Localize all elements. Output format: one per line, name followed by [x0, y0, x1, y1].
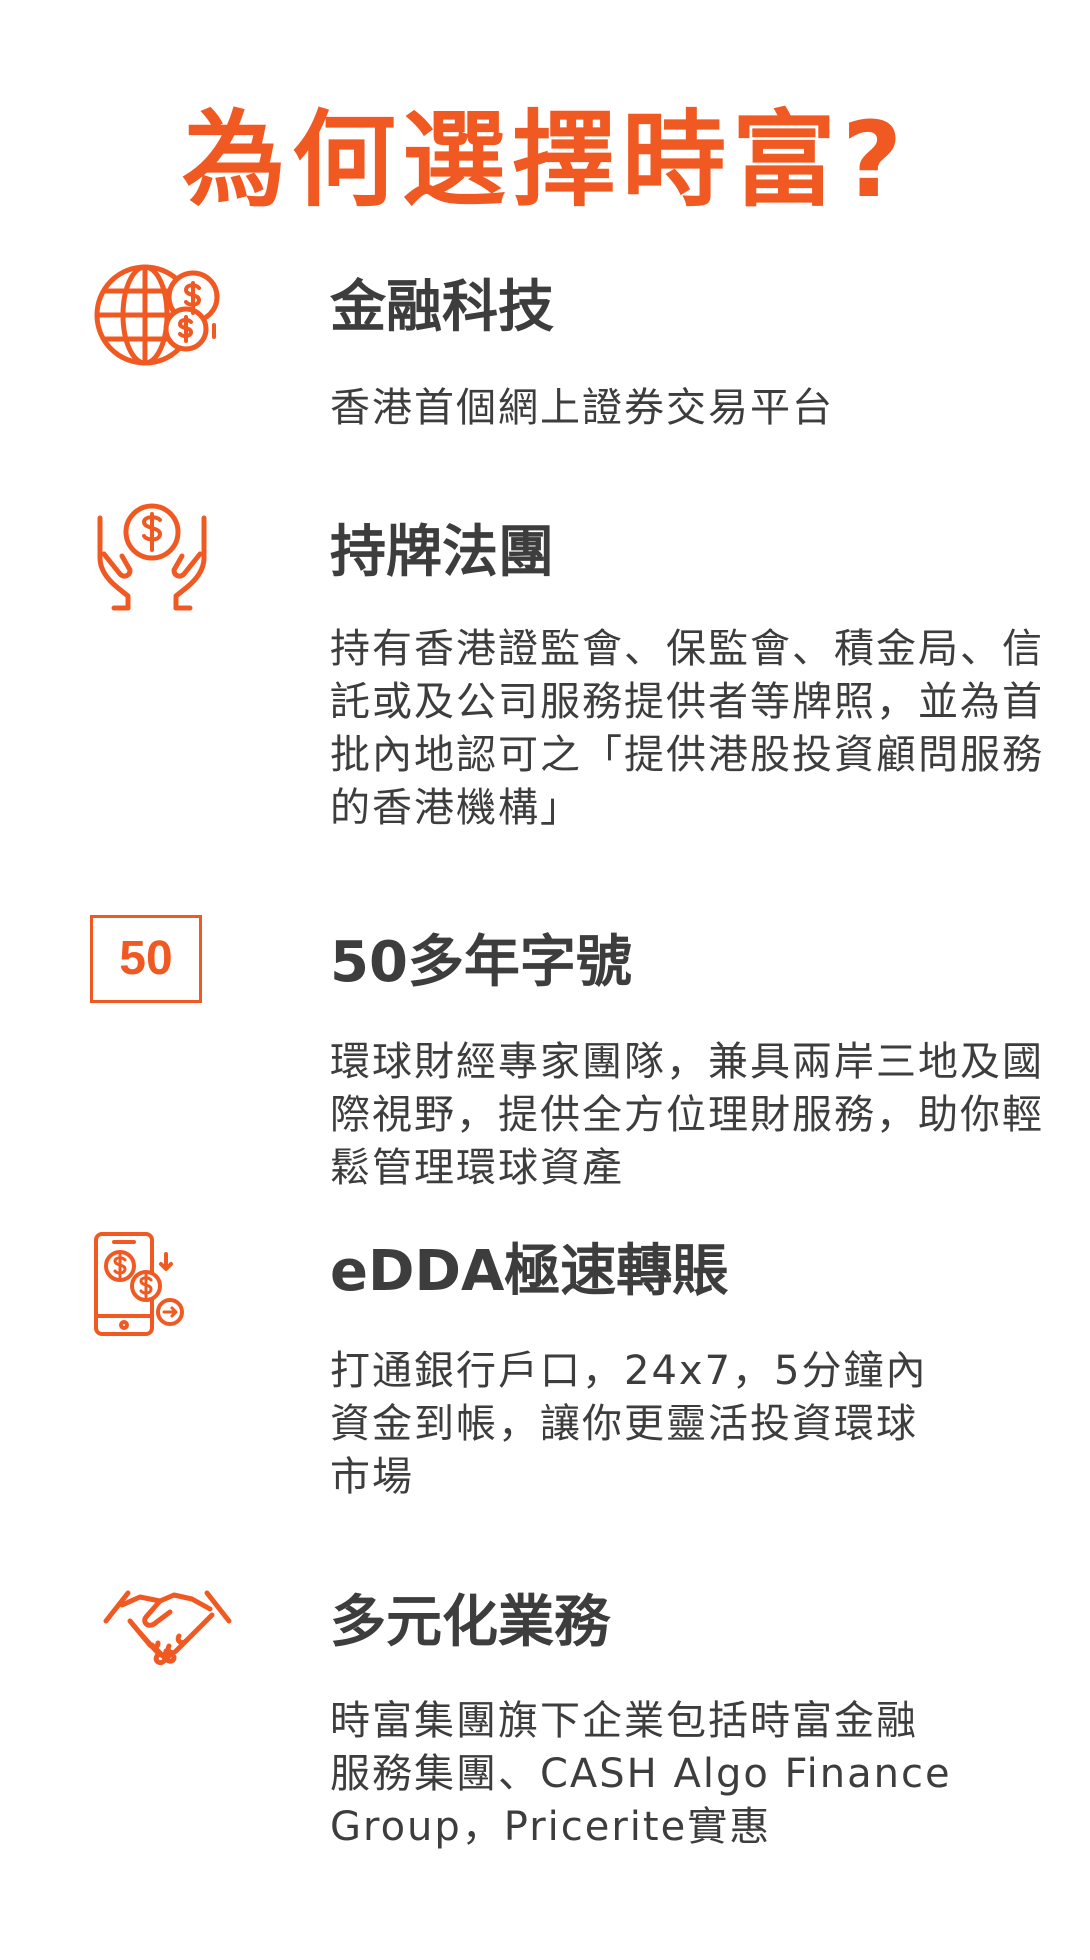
feature-description: 時富集團旗下企業包括時富金融 服務集團、CASH Algo Finance Gr… — [330, 1695, 1070, 1854]
description-line: Group，Pricerite實惠 — [330, 1804, 772, 1850]
description-line: 資金到帳，讓你更靈活投資環球 — [330, 1401, 918, 1447]
fifty-badge-icon: 50 — [90, 915, 202, 1003]
description-line: 服務集團、CASH Algo Finance — [330, 1751, 952, 1797]
handshake-icon — [100, 1575, 235, 1675]
feature-title: eDDA極速轉賬 — [330, 1239, 729, 1304]
globe-dollar-icon — [90, 255, 225, 375]
description-line: 打通銀行戶口，24x7，5分鐘內 — [330, 1348, 928, 1394]
feature-description: 持有香港證監會、保監會、積金局、信託或及公司服務提供者等牌照，並為首批內地認可之… — [330, 626, 1044, 831]
feature-title: 50多年字號 — [330, 930, 632, 995]
description-line: 市場 — [330, 1454, 414, 1500]
feature-description: 香港首個網上證券交易平台 — [330, 385, 834, 431]
feature-description: 環球財經專家團隊，兼具兩岸三地及國際視野，提供全方位理財服務，助你輕鬆管理環球資… — [330, 1039, 1044, 1191]
page-title: 為何選擇時富? — [181, 98, 909, 221]
feature-title: 多元化業務 — [330, 1590, 610, 1655]
feature-title: 金融科技 — [330, 275, 554, 340]
feature-title: 持牌法團 — [330, 520, 554, 585]
feature-description: 打通銀行戶口，24x7，5分鐘內 資金到帳，讓你更靈活投資環球 市場 — [330, 1345, 1070, 1504]
mobile-transfer-icon — [90, 1225, 190, 1345]
description-line: 時富集團旗下企業包括時富金融 — [330, 1698, 918, 1744]
hands-dollar-icon — [90, 500, 225, 620]
